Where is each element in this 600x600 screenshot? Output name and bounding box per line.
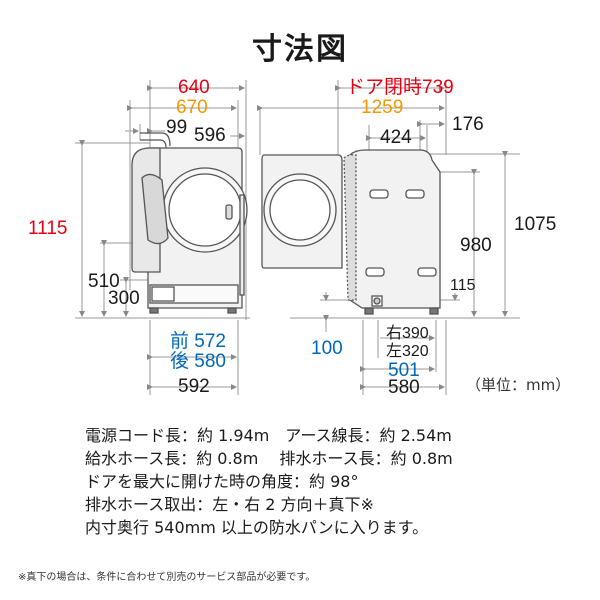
note-cord-length: 電源コード長：約 1.94m アース線長：約 2.54m — [85, 426, 452, 445]
dim-front-foot-rear: 後 580 — [170, 351, 226, 372]
note-drain-direction: 排水ホース取出：左・右 2 方向＋真下※ — [85, 495, 374, 514]
dim-side-580: 580 — [388, 377, 420, 398]
footnote: ※真下の場合は、条件に合わせて別売のサービス部品が必要です。 — [18, 572, 316, 583]
dim-side-424: 424 — [380, 127, 412, 148]
dim-side-501: 501 — [388, 360, 420, 381]
dim-front-510: 510 — [88, 271, 120, 292]
dim-front-592: 592 — [178, 376, 210, 397]
dim-front-670: 670 — [176, 97, 208, 118]
dim-side-1259: 1259 — [361, 97, 404, 118]
dim-side-1075: 1075 — [514, 214, 557, 235]
dim-front-1115: 1115 — [28, 218, 68, 239]
dim-side-176: 176 — [452, 114, 484, 135]
dim-side-drain-left: 左320 — [386, 343, 429, 360]
spec-notes: 電源コード長：約 1.94m アース線長：約 2.54m 給水ホース長：約 0.… — [85, 424, 453, 539]
page-title: 寸法図 — [252, 32, 348, 67]
dim-side-739: ドア閉時739 — [346, 77, 454, 98]
dim-front-300: 300 — [108, 288, 140, 309]
note-door-angle: ドアを最大に開けた時の角度：約 98° — [85, 472, 359, 491]
note-waterproof-pan: 内寸奥行 540mm 以上の防水パンに入ります。 — [85, 518, 429, 537]
side-view-machine — [261, 149, 441, 315]
dim-front-99: 99 — [166, 117, 188, 138]
dim-front-596: 596 — [194, 125, 226, 146]
dim-side-115: 115 — [450, 277, 476, 294]
unit-label: （単位：mm） — [466, 376, 571, 394]
front-view-machine — [131, 132, 248, 314]
dim-side-100: 100 — [311, 338, 343, 359]
note-hose-length: 給水ホース長：約 0.8m 排水ホース長：約 0.8m — [85, 449, 453, 468]
dim-front-foot-front: 前 572 — [170, 331, 226, 352]
dim-side-drain-right: 右390 — [386, 325, 429, 342]
dim-side-980: 980 — [460, 235, 492, 256]
dim-front-640: 640 — [178, 77, 210, 98]
